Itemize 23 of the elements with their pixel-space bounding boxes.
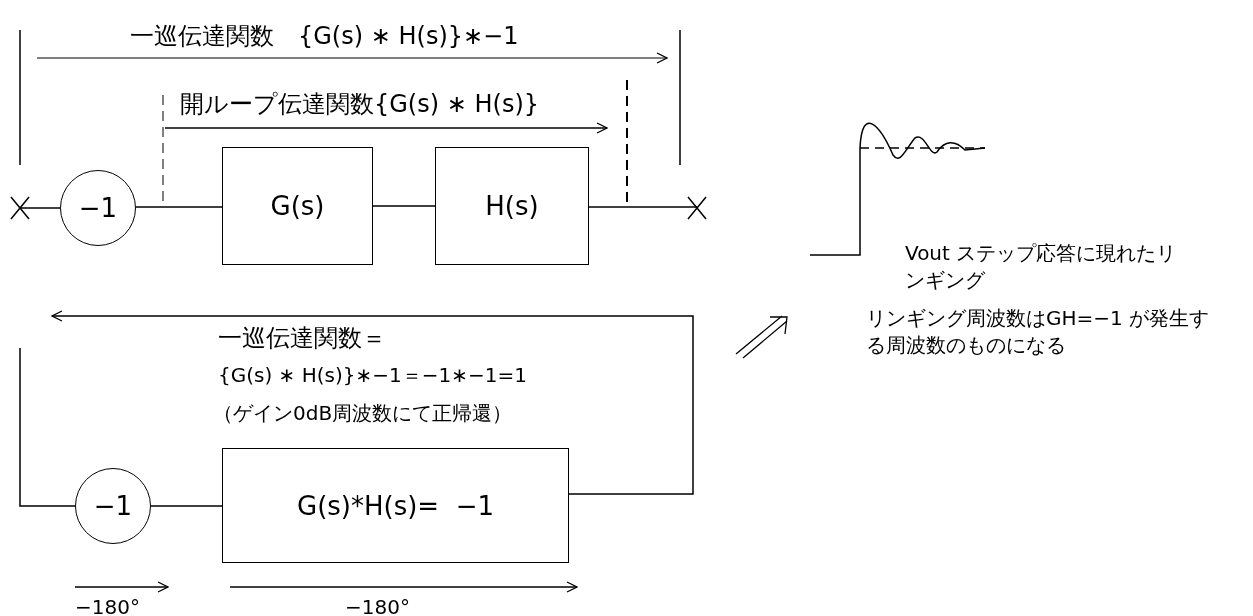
formula-text: {G(s) ∗ H(s)}∗−1＝−1∗−1=1 [218, 362, 527, 389]
phase-label: −180° [75, 595, 140, 616]
signal-line [150, 505, 223, 507]
gain-circle: −1 [60, 170, 136, 246]
note-text: Vout ステップ応答に現れたリンギング [905, 240, 1178, 294]
signal-line [19, 207, 61, 209]
break-mark [687, 196, 707, 220]
feedback-line [19, 347, 76, 507]
formula-text: 一巡伝達関数＝ [218, 323, 386, 354]
break-mark [10, 196, 30, 220]
transfer-block: H(s) [435, 147, 589, 265]
phase-label: −180° [345, 595, 410, 616]
signal-line [588, 206, 698, 208]
transfer-block: G(s)*H(s)= −1 [222, 448, 569, 563]
note-text: リンギング周波数はGH=−1 が発生する周波数のものになる [866, 305, 1211, 359]
feedback-line [51, 310, 694, 495]
transfer-block: G(s) [222, 147, 373, 265]
formula-text: （ゲイン0dB周波数にて正帰還） [213, 400, 513, 427]
gain-circle: −1 [75, 468, 151, 544]
formula-text: 開ループ伝達関数{G(s) ∗ H(s)} [180, 89, 539, 120]
signal-line [372, 205, 436, 207]
formula-text: 一巡伝達関数 {G(s) ∗ H(s)}∗−1 [130, 21, 519, 52]
signal-line [135, 206, 223, 208]
